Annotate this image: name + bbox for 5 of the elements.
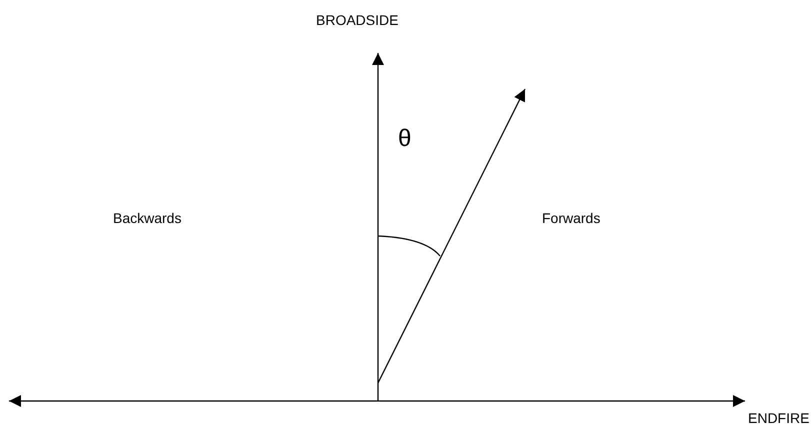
axis-label: BROADSIDE [316,13,398,27]
axis-label: ENDFIRE [748,411,810,425]
region-label: Forwards [542,211,600,225]
angle-symbol: θ [398,127,412,151]
region-label: Backwards [113,211,182,225]
